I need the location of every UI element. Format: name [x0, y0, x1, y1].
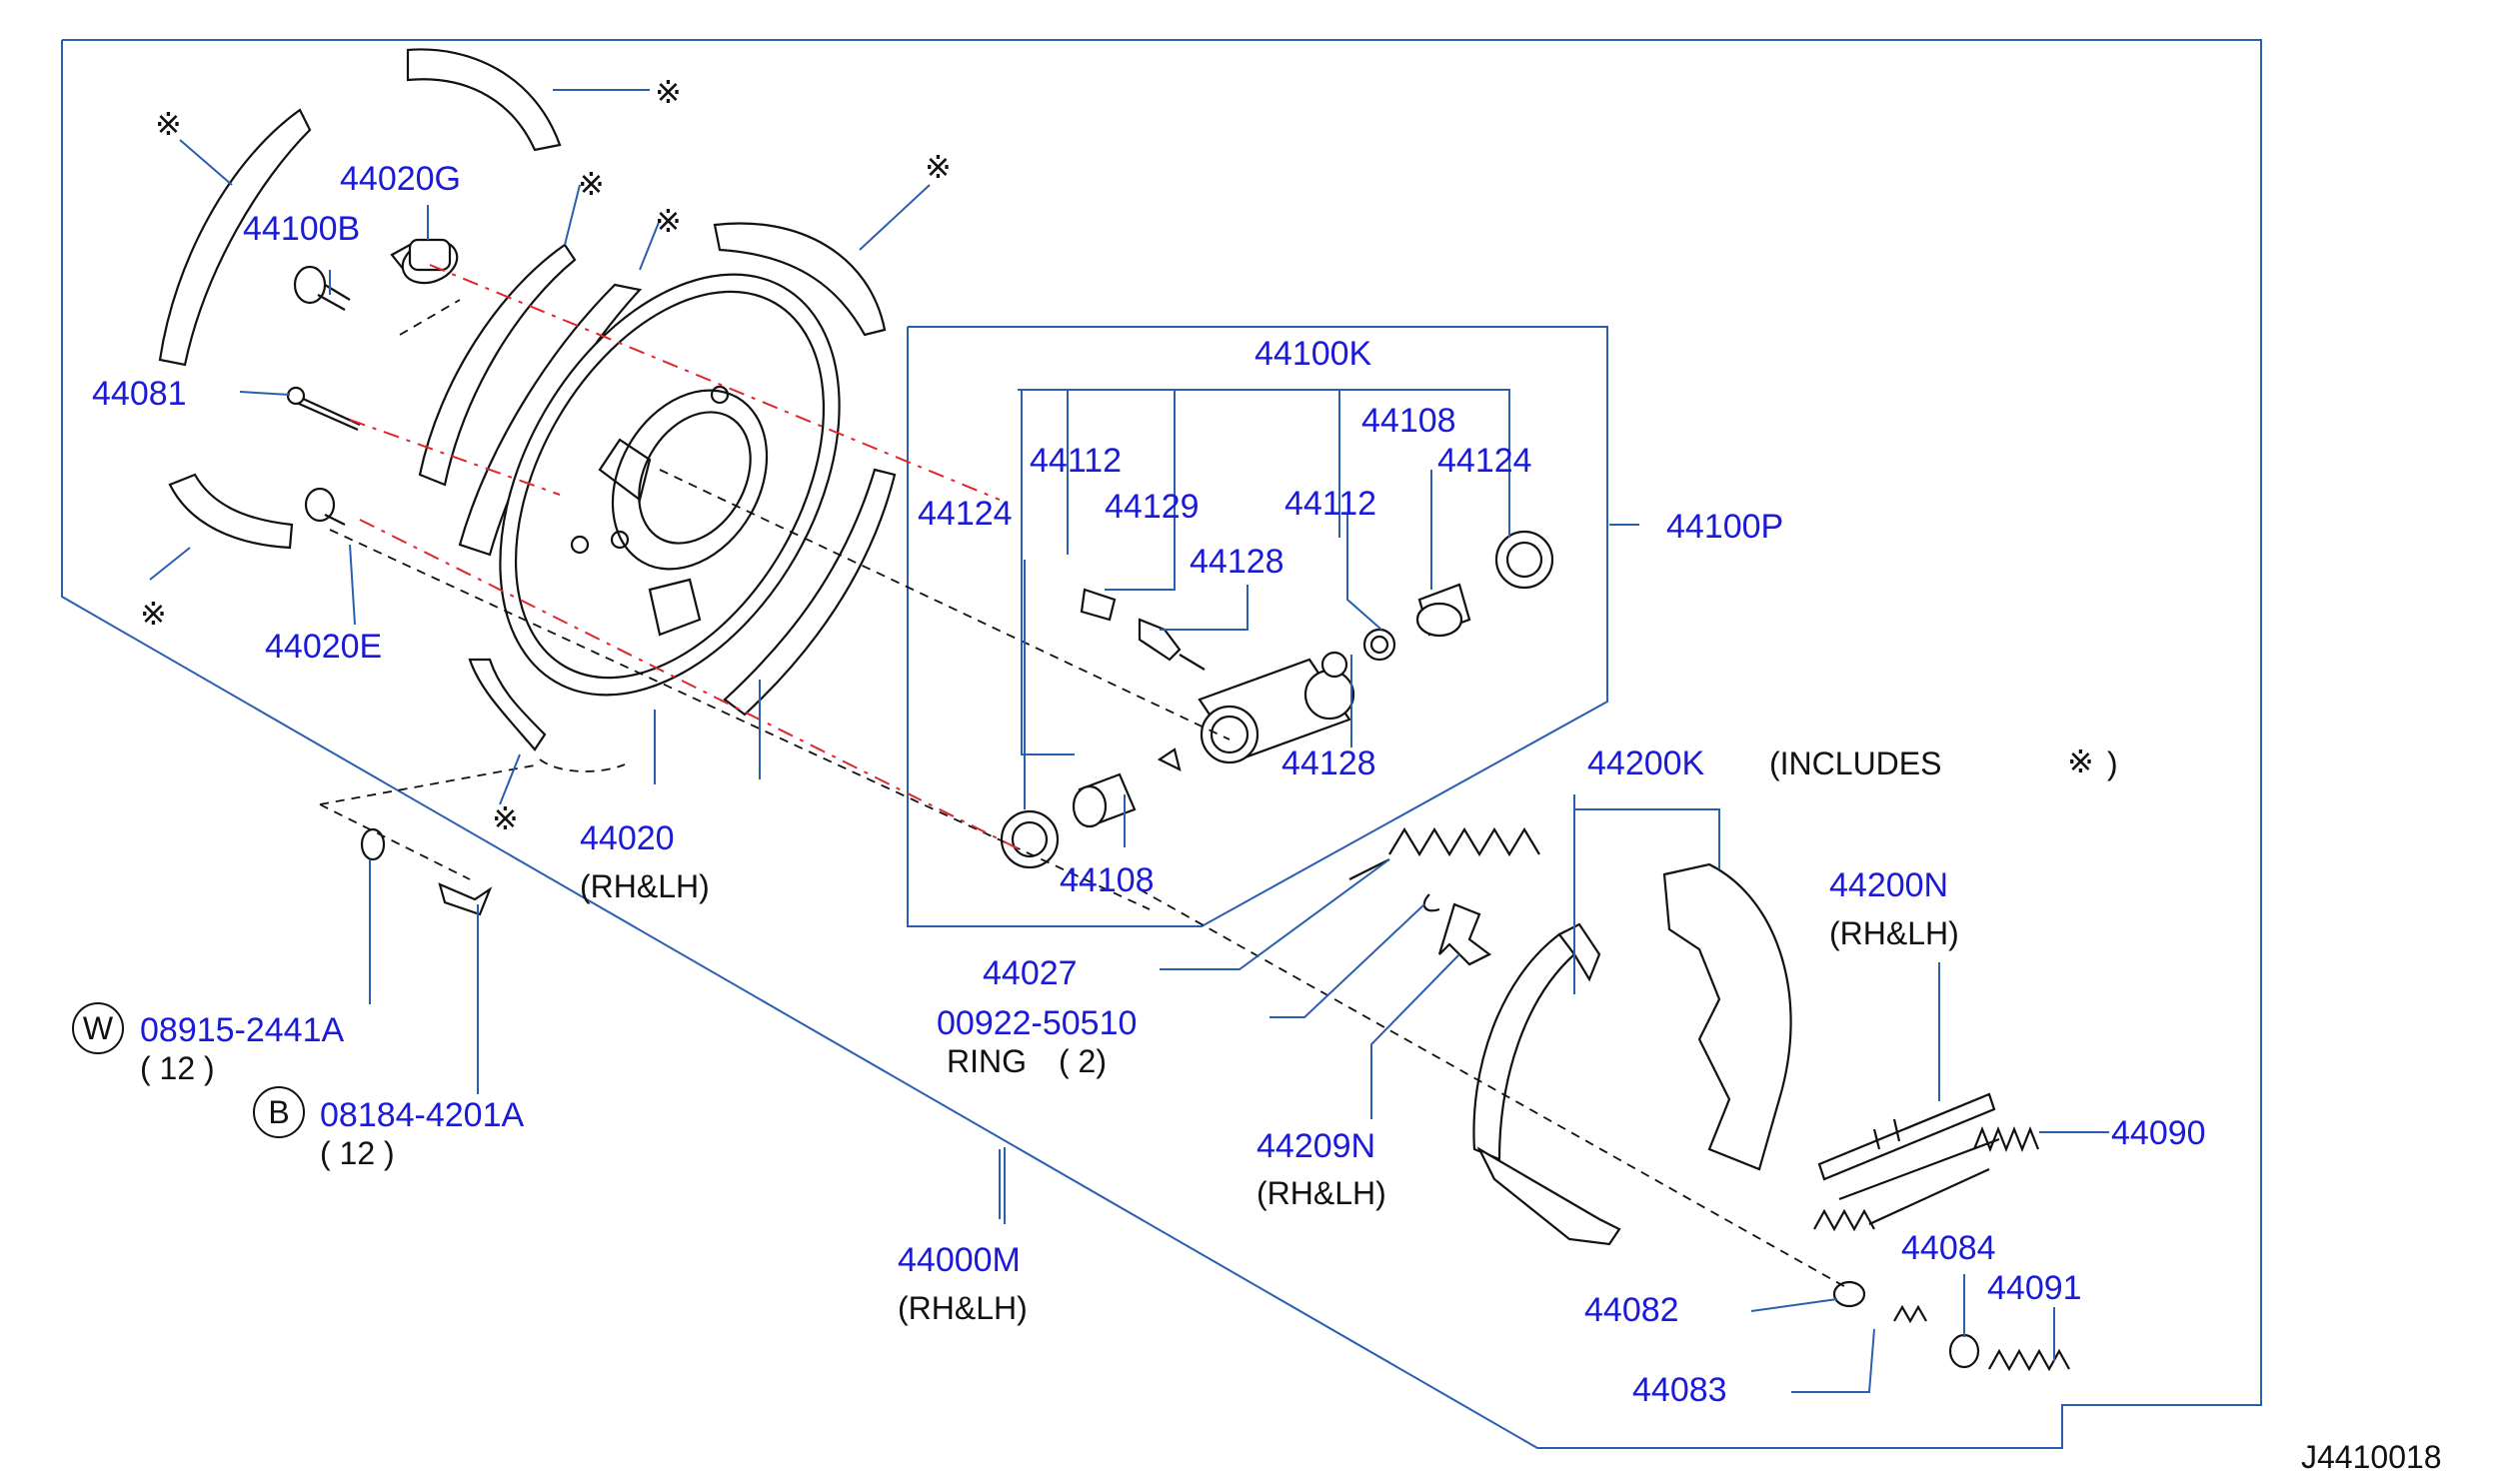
label-00922-50510: 00922-50510	[937, 1004, 1137, 1042]
label-44209N-side: (RH&LH)	[1257, 1175, 1386, 1211]
label-washer-part: 08915-2441A	[140, 1011, 345, 1049]
label-bolt-qty: ( 12 )	[320, 1135, 395, 1171]
label-44020: 44020	[580, 819, 675, 857]
label-44084: 44084	[1901, 1229, 1996, 1267]
label-bolt-part: 08184-4201A	[320, 1096, 525, 1134]
label-44128: 44128	[1190, 543, 1284, 581]
label-44091: 44091	[1987, 1269, 2082, 1307]
label-44020E: 44020E	[265, 628, 382, 666]
label-44081: 44081	[92, 375, 187, 413]
label-44129: 44129	[1105, 488, 1200, 526]
svg-text:※: ※	[492, 800, 519, 836]
brake-shoes	[1472, 862, 1792, 1246]
wheel-cylinder	[1000, 530, 1554, 869]
label-44112-a: 44112	[1030, 442, 1122, 480]
reference-marks: ※ ※ ※ ※ ※ ※ ※ ※	[140, 74, 2094, 836]
label-44000M: 44000M	[898, 1241, 1021, 1279]
label-includes-end: )	[2107, 745, 2118, 781]
bolt-circle-b	[253, 1086, 305, 1138]
label-44124-b: 44124	[1437, 442, 1532, 480]
label-44128-partial: 44128	[1281, 744, 1376, 782]
svg-text:※: ※	[2067, 743, 2094, 779]
label-washer-qty: ( 12 )	[140, 1050, 215, 1086]
label-44000M-side: (RH&LH)	[898, 1290, 1028, 1326]
label-44020G: 44020G	[340, 160, 461, 198]
diagram-id: J4410018	[2301, 1439, 2442, 1475]
label-44027: 44027	[983, 954, 1078, 992]
backing-plate-44020	[499, 273, 841, 772]
leader-lines	[149, 89, 2109, 1393]
label-44200N-side: (RH&LH)	[1829, 915, 1959, 951]
label-44100P: 44100P	[1666, 508, 1783, 546]
label-44209N: 44209N	[1257, 1127, 1375, 1165]
springs-and-adjuster	[1348, 826, 2070, 1372]
assembly-outline-frame	[61, 39, 2262, 1449]
shield-plates	[158, 48, 897, 751]
label-44108-b: 44108	[1060, 861, 1155, 899]
svg-text:※: ※	[655, 203, 682, 239]
label-44112-b: 44112	[1284, 485, 1376, 523]
small-hardware-left	[286, 238, 493, 916]
label-44083: 44083	[1632, 1371, 1727, 1409]
label-44090: 44090	[2111, 1114, 2206, 1152]
label-44082: 44082	[1584, 1291, 1679, 1329]
label-44124-a: 44124	[918, 495, 1013, 533]
label-44100K: 44100K	[1255, 335, 1372, 373]
label-includes: (INCLUDES	[1769, 745, 1941, 781]
svg-text:※: ※	[140, 596, 167, 632]
washer-letter-w: W	[83, 1010, 114, 1046]
washer-circle-w	[72, 1002, 124, 1054]
svg-text:※: ※	[655, 74, 682, 110]
label-44100B: 44100B	[243, 210, 360, 248]
label-44200N: 44200N	[1829, 866, 1948, 904]
label-44200K-partial: 44200K	[1587, 744, 1705, 782]
label-44020-side: (RH&LH)	[580, 868, 710, 904]
svg-text:※: ※	[925, 149, 952, 185]
svg-text:※: ※	[155, 106, 182, 142]
label-44108-a: 44108	[1361, 402, 1456, 440]
svg-text:※: ※	[578, 166, 605, 202]
wheel-cylinder-kit-frame	[907, 326, 1608, 927]
label-ring: RING ( 2)	[947, 1043, 1107, 1079]
bolt-letter-b: B	[268, 1094, 289, 1130]
